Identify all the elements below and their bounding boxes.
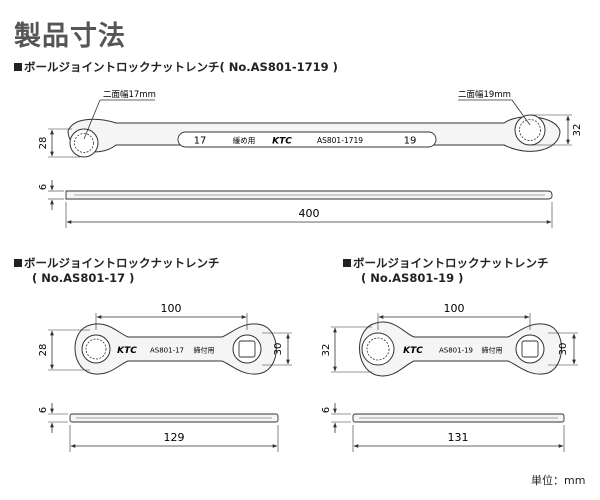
label-17mm: 二面幅17mm bbox=[103, 89, 156, 100]
handle-right-num: 19 bbox=[404, 136, 417, 147]
small19-dim-height-left: 32 bbox=[321, 344, 332, 357]
ring-12pt-icon bbox=[366, 337, 390, 361]
small17-dim-thickness: 6 bbox=[38, 407, 49, 413]
heading-main: ボールジョイントロックナットレンチ( No.AS801-1719 ) bbox=[14, 60, 338, 75]
main-dim-thickness: 6 bbox=[38, 184, 49, 190]
heading-main-text: ボールジョイントロックナットレンチ( No.AS801-1719 ) bbox=[24, 60, 338, 74]
small17-dim-center: 100 bbox=[161, 302, 182, 315]
small17-dim-height-right: 30 bbox=[273, 343, 284, 356]
small19-dim-center: 100 bbox=[444, 302, 465, 315]
socket-square-icon bbox=[521, 340, 539, 358]
handle-model: AS801-1719 bbox=[317, 136, 363, 145]
heading-small19-line2: ( No.AS801-19 ) bbox=[361, 271, 464, 285]
bullet-square-icon bbox=[14, 63, 22, 71]
small17-wrench-side-view bbox=[69, 413, 279, 423]
small19-wrench-top-view: KTC AS801-19 締付用 bbox=[359, 321, 562, 377]
main-wrench-side-view bbox=[65, 190, 553, 200]
small19-wrench-side-view bbox=[352, 413, 565, 423]
label-19mm: 二面幅19mm bbox=[458, 89, 511, 100]
small19-dim-length: 131 bbox=[448, 431, 469, 444]
main-dim-length: 400 bbox=[299, 207, 320, 220]
small17-wrench-top-view: KTC AS801-17 締付用 bbox=[74, 323, 277, 375]
socket-square-icon bbox=[238, 340, 256, 358]
small17-mark: 締付用 bbox=[194, 346, 215, 355]
page-title: 製品寸法 bbox=[14, 21, 126, 52]
main-dim-height-left: 28 bbox=[38, 137, 49, 150]
handle-mark: 緩め用 bbox=[233, 135, 256, 145]
handle-brand: KTC bbox=[272, 137, 292, 147]
small19-mark: 締付用 bbox=[482, 346, 503, 355]
main-wrench-top-view: 17 緩め用 KTC AS801-1719 19 bbox=[67, 114, 561, 158]
small17-brand: KTC bbox=[117, 346, 137, 356]
heading-small17: ボールジョイントロックナットレンチ( No.AS801-17 ) bbox=[14, 256, 220, 286]
small19-dim-height-right: 30 bbox=[558, 343, 569, 356]
handle-left-num: 17 bbox=[194, 136, 207, 147]
small17-dim-height-left: 28 bbox=[38, 344, 49, 357]
small17-model: AS801-17 bbox=[150, 347, 184, 355]
main-dim-height-right: 32 bbox=[572, 124, 583, 137]
heading-small19: ボールジョイントロックナットレンチ( No.AS801-19 ) bbox=[343, 256, 549, 286]
unit-note: 単位：mm bbox=[531, 474, 586, 487]
heading-small19-line1: ボールジョイントロックナットレンチ bbox=[353, 256, 549, 270]
heading-small17-line2: ( No.AS801-17 ) bbox=[32, 271, 135, 285]
bullet-square-icon bbox=[14, 259, 22, 267]
small19-dim-thickness: 6 bbox=[321, 407, 332, 413]
small19-brand: KTC bbox=[403, 346, 423, 356]
ring-12pt-icon bbox=[85, 338, 107, 360]
small19-model: AS801-19 bbox=[439, 347, 473, 355]
bullet-square-icon bbox=[343, 259, 351, 267]
heading-small17-line1: ボールジョイントロックナットレンチ bbox=[24, 256, 220, 270]
small17-dim-length: 129 bbox=[164, 431, 185, 444]
